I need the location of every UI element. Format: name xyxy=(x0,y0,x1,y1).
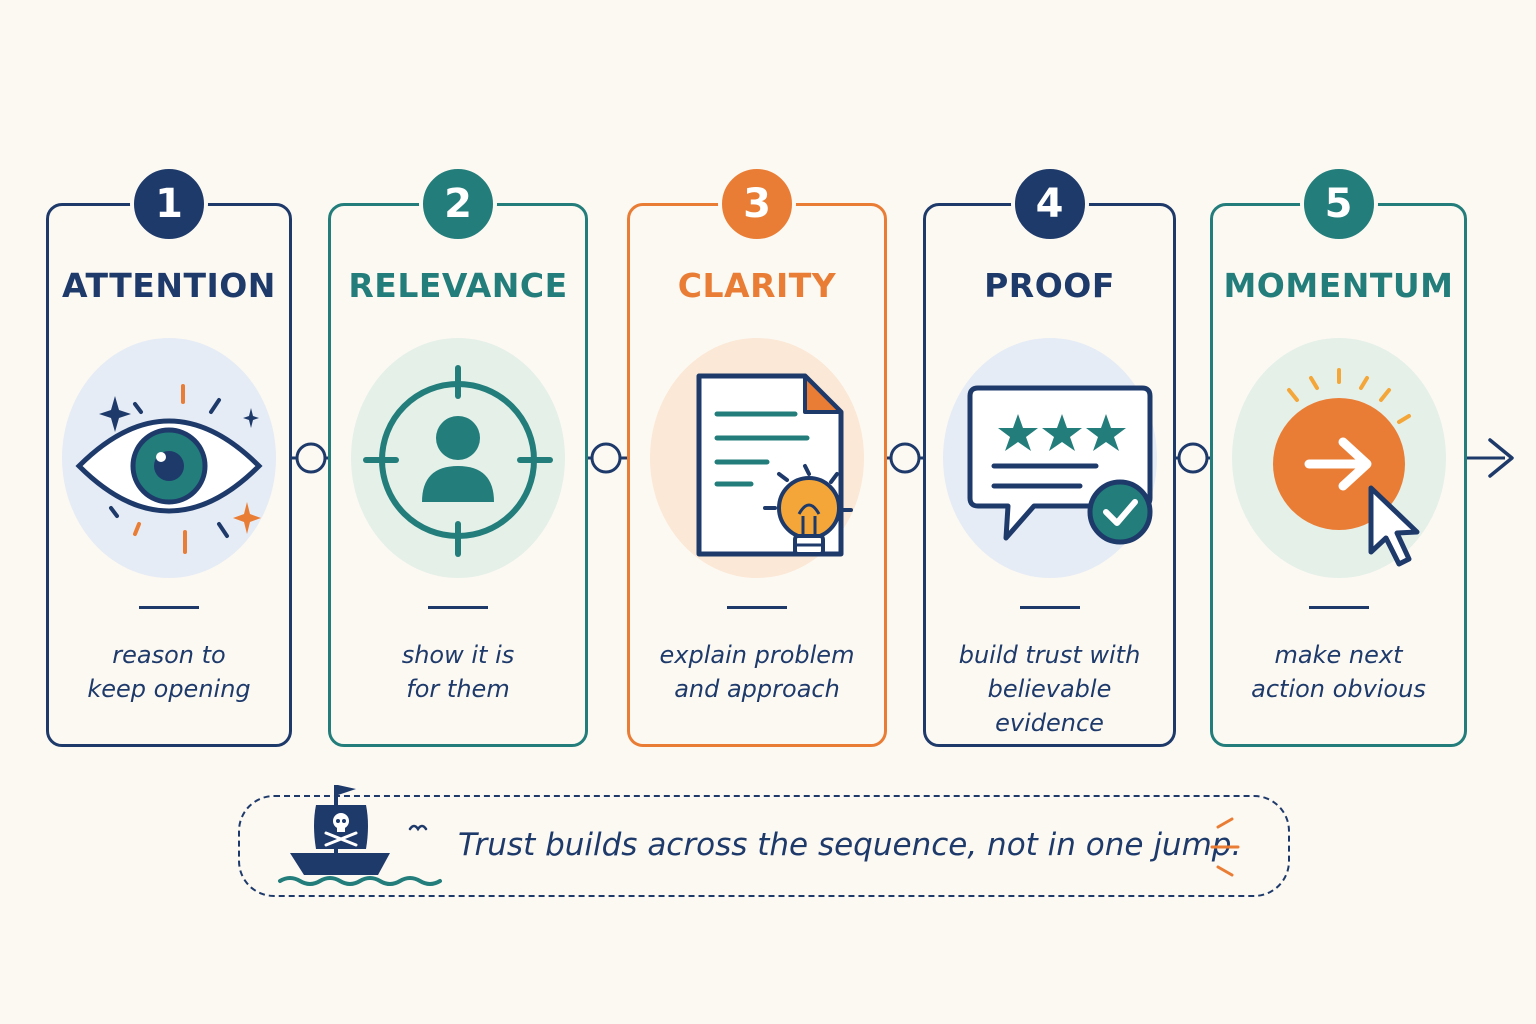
connector-node-4 xyxy=(1177,442,1209,474)
step-card-relevance: 2 RELEVANCE show it is for them xyxy=(328,165,588,747)
eye-icon xyxy=(75,384,263,554)
connector-node-1 xyxy=(295,442,327,474)
divider xyxy=(1019,606,1080,609)
target-person-icon xyxy=(363,365,553,557)
divider xyxy=(1308,606,1369,609)
divider xyxy=(139,606,199,609)
connector-node-3 xyxy=(889,442,921,474)
caption-line: and approach xyxy=(674,675,840,703)
step-number-badge: 3 xyxy=(718,165,796,243)
step-title: MOMENTUM xyxy=(1223,266,1454,305)
step-title: CLARITY xyxy=(677,266,837,305)
pirate-ship-icon xyxy=(278,785,442,886)
step-caption: reason to keep opening xyxy=(59,638,279,706)
divider xyxy=(428,606,488,609)
document-lightbulb-icon xyxy=(696,373,853,557)
caption-line: show it is xyxy=(401,641,515,669)
step-caption: show it is for them xyxy=(341,638,575,706)
spark-icon xyxy=(1210,817,1240,877)
caption-line: keep opening xyxy=(87,675,251,703)
caption-line: build trust with xyxy=(958,641,1141,669)
caption-line: make next xyxy=(1274,641,1403,669)
step-caption: make next action obvious xyxy=(1223,638,1454,706)
step-title: ATTENTION xyxy=(62,266,276,305)
caption-line: explain problem xyxy=(659,641,855,669)
step-card-momentum: 5 MOMENTUM make next action obvious xyxy=(1210,165,1467,747)
step-card-proof: 4 PROOF build trust with believable evid… xyxy=(923,165,1176,747)
step-title: PROOF xyxy=(984,266,1115,305)
summary-text: Trust builds across the sequence, not in… xyxy=(458,827,1242,863)
step-number-badge: 4 xyxy=(1010,165,1089,243)
review-stars-check-icon xyxy=(967,385,1152,545)
arrow-cursor-icon xyxy=(1272,368,1419,567)
step-number-badge: 5 xyxy=(1299,165,1378,243)
step-title: RELEVANCE xyxy=(348,266,568,305)
divider xyxy=(727,606,787,609)
summary-banner: Trust builds across the sequence, not in… xyxy=(238,785,1290,897)
connector-node-2 xyxy=(590,442,622,474)
step-caption: explain problem and approach xyxy=(640,638,874,706)
flow-arrowhead-icon xyxy=(1488,438,1514,478)
caption-line: for them xyxy=(406,675,510,703)
caption-line: action obvious xyxy=(1251,675,1426,703)
step-number-badge: 1 xyxy=(130,165,208,243)
caption-line: reason to xyxy=(112,641,226,669)
step-card-attention: 1 ATTENTION reason to keep opening xyxy=(46,165,292,747)
step-card-clarity: 3 CLARITY explain problem and approach xyxy=(627,165,887,747)
caption-line: believable evidence xyxy=(987,675,1112,737)
step-caption: build trust with believable evidence xyxy=(936,638,1163,740)
step-number-badge: 2 xyxy=(419,165,497,243)
